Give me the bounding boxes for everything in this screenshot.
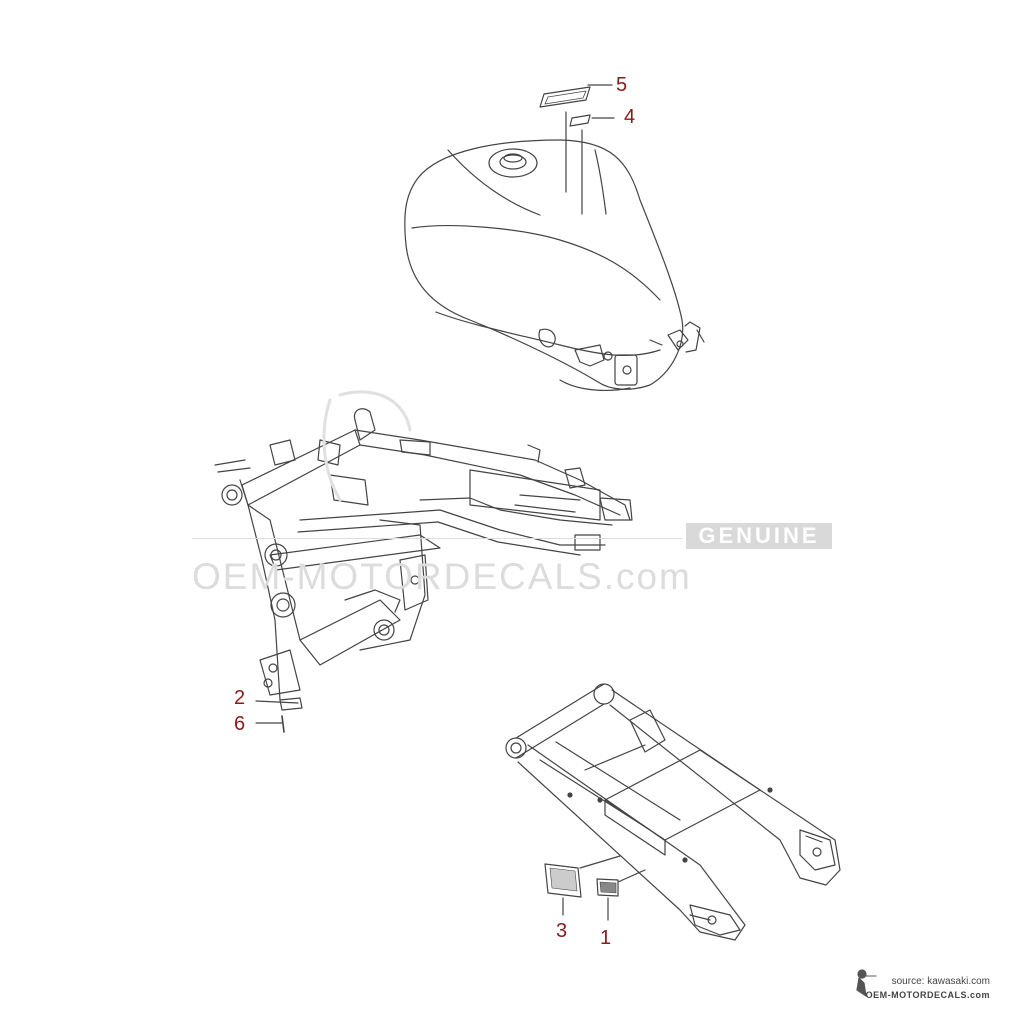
- footer-source: source: kawasaki.com: [891, 976, 990, 987]
- fuel-tank: [404, 139, 705, 391]
- callout-3: 3: [556, 920, 568, 942]
- callout-4: 4: [624, 106, 636, 128]
- callout-2: 2: [234, 687, 246, 709]
- leader-2: [255, 700, 299, 704]
- watermark-text: OEM-MOTORDECALS.com: [192, 556, 692, 597]
- swingarm: [505, 683, 841, 941]
- watermark-helmet: [322, 390, 412, 502]
- callout-1: 1: [600, 927, 612, 949]
- frame: [214, 408, 633, 711]
- decal-1: [596, 869, 646, 921]
- decal-4: [569, 114, 615, 215]
- decal-3: [544, 855, 621, 916]
- watermark-rule: [192, 538, 682, 539]
- footer-logo-icon: [856, 969, 877, 997]
- leader-6: [255, 715, 285, 733]
- footer-site: OEM-MOTORDECALS.com: [865, 990, 990, 1000]
- decal-5: [539, 84, 613, 193]
- callout-5: 5: [616, 74, 628, 96]
- callout-6: 6: [234, 713, 246, 735]
- watermark-badge: GENUINE: [686, 523, 832, 549]
